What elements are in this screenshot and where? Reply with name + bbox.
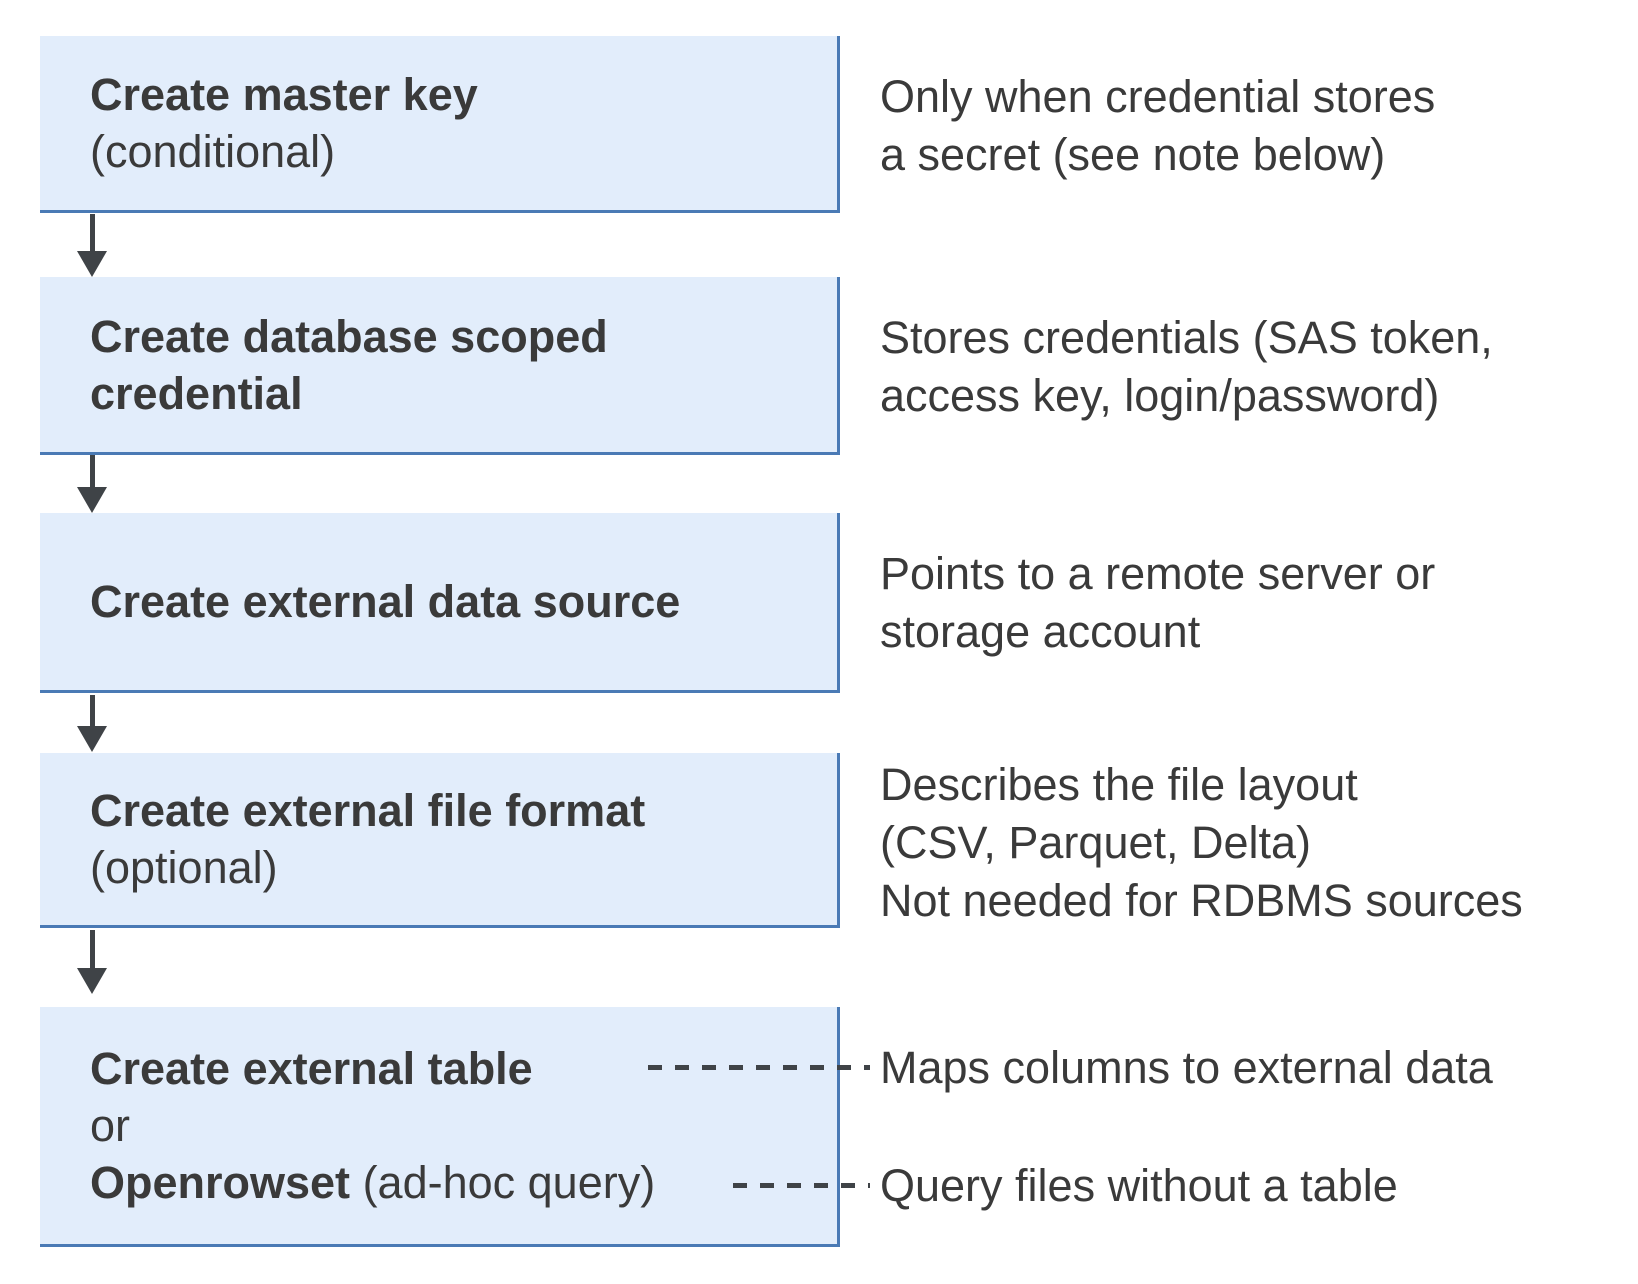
note-line: Stores credentials (SAS token, bbox=[880, 312, 1493, 363]
arrow-head bbox=[77, 487, 107, 513]
note-credential: Stores credentials (SAS token, access ke… bbox=[880, 309, 1493, 425]
arrow-down-icon bbox=[77, 930, 107, 994]
flow-box-create-external-file-format: Create external file format (optional) bbox=[40, 753, 840, 928]
dashed-connector bbox=[648, 1065, 870, 1070]
note-line: Only when credential stores bbox=[880, 71, 1436, 122]
arrow-stem bbox=[89, 214, 95, 251]
box-alt-line: Openrowset (ad-hoc query) bbox=[90, 1154, 837, 1211]
arrow-head bbox=[77, 251, 107, 277]
box-title: Create external data source bbox=[90, 576, 681, 627]
box-title: Create master key bbox=[90, 69, 478, 120]
note-file-format: Describes the file layout (CSV, Parquet,… bbox=[880, 756, 1523, 930]
box-subtitle: (optional) bbox=[90, 842, 278, 893]
arrow-down-icon bbox=[77, 455, 107, 513]
note-data-source: Points to a remote server or storage acc… bbox=[880, 545, 1435, 661]
flow-box-create-external-table-or-openrowset: Create external table or Openrowset (ad-… bbox=[40, 1007, 840, 1247]
note-line: Maps columns to external data bbox=[880, 1042, 1493, 1093]
note-line: Query files without a table bbox=[880, 1160, 1398, 1211]
dashed-connector bbox=[733, 1183, 870, 1188]
note-external-table: Maps columns to external data bbox=[880, 1039, 1493, 1097]
box-title: credential bbox=[90, 367, 303, 419]
arrow-stem bbox=[89, 455, 95, 487]
note-line: Describes the file layout bbox=[880, 759, 1358, 810]
box-title: Create external file format bbox=[90, 785, 646, 836]
arrow-stem bbox=[89, 695, 95, 726]
note-line: (CSV, Parquet, Delta) bbox=[880, 817, 1312, 868]
arrow-down-icon bbox=[77, 695, 107, 752]
arrow-stem bbox=[89, 930, 95, 968]
box-subtitle: (conditional) bbox=[90, 126, 336, 177]
flow-box-create-external-data-source: Create external data source bbox=[40, 513, 840, 693]
note-line: storage account bbox=[880, 606, 1201, 657]
flow-box-create-master-key: Create master key (conditional) bbox=[40, 36, 840, 213]
note-line: Points to a remote server or bbox=[880, 548, 1436, 599]
note-openrowset: Query files without a table bbox=[880, 1157, 1398, 1215]
arrow-head bbox=[77, 968, 107, 994]
note-line: a secret (see note below) bbox=[880, 129, 1386, 180]
box-or-label: or bbox=[90, 1100, 131, 1151]
note-line: access key, login/password) bbox=[880, 370, 1440, 421]
flow-box-create-database-scoped-credential: Create database scoped credential bbox=[40, 277, 840, 455]
box-alt-title: Openrowset bbox=[90, 1157, 351, 1208]
box-alt-suffix: (ad-hoc query) bbox=[362, 1157, 656, 1208]
arrow-down-icon bbox=[77, 214, 107, 277]
arrow-head bbox=[77, 726, 107, 752]
note-master-key: Only when credential stores a secret (se… bbox=[880, 68, 1435, 184]
box-title: Create database scoped bbox=[90, 310, 608, 362]
box-title: Create external table bbox=[90, 1043, 533, 1094]
note-line: Not needed for RDBMS sources bbox=[880, 875, 1523, 926]
